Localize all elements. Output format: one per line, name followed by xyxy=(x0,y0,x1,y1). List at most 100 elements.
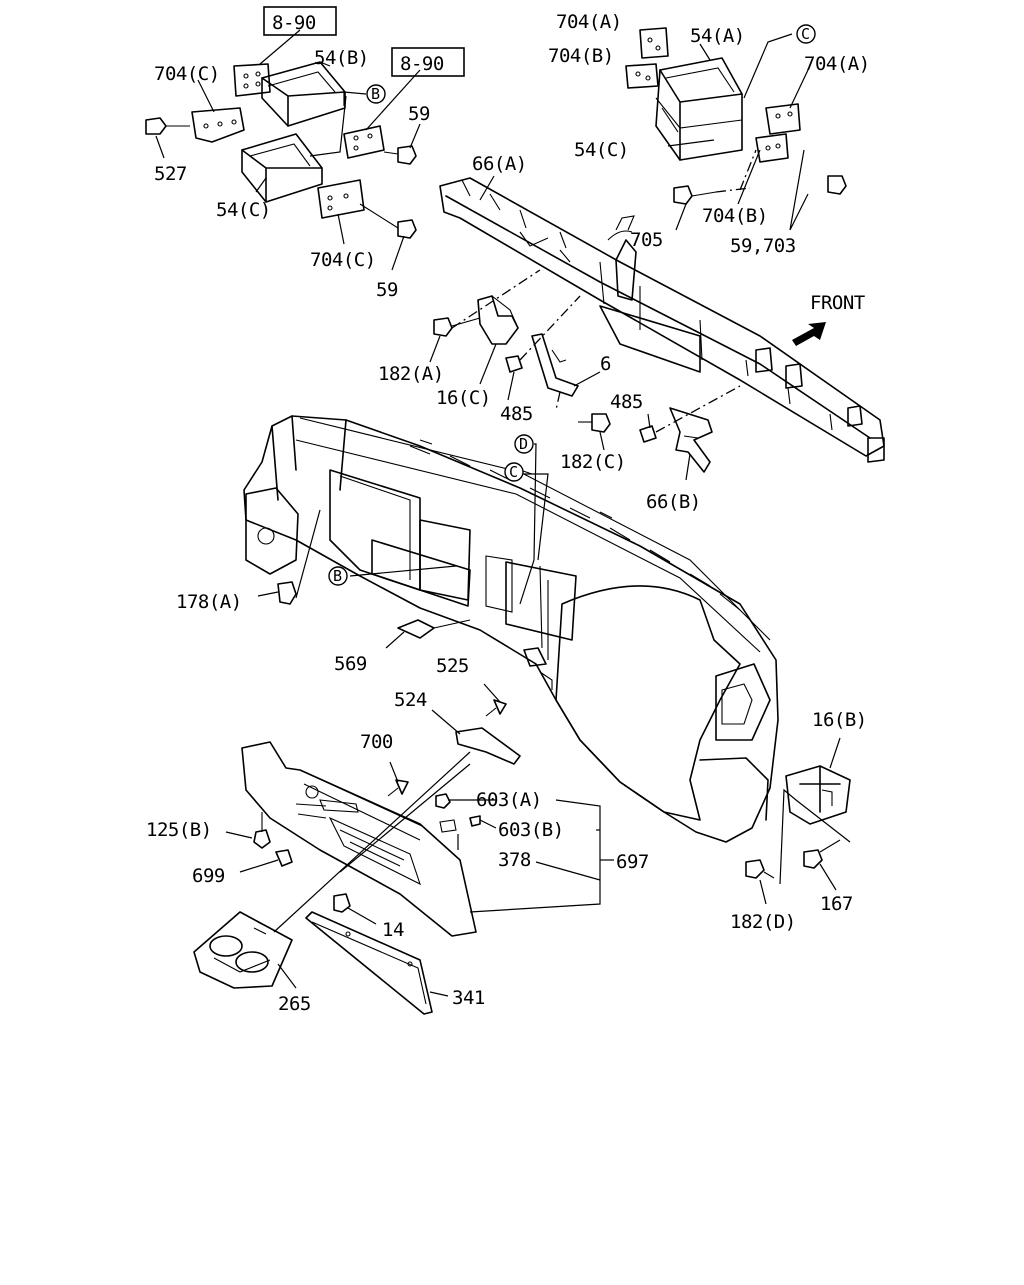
callout-54c-left: 54(C) xyxy=(216,199,271,221)
circle-marker-b-top: B xyxy=(366,84,386,104)
svg-text:D: D xyxy=(519,435,528,453)
part-lower-instrument-panel xyxy=(241,741,477,937)
callout-603b: 603(B) xyxy=(498,819,564,841)
callout-14: 14 xyxy=(382,919,404,941)
callout-125b: 125(B) xyxy=(146,819,212,841)
part-6-bracket xyxy=(531,333,579,397)
part-704a-bracket-right xyxy=(765,103,801,135)
callout-704a-right: 704(A) xyxy=(804,53,870,75)
callout-265: 265 xyxy=(278,993,311,1015)
callout-569: 569 xyxy=(334,653,367,675)
callout-704c-bottom: 704(C) xyxy=(310,249,376,271)
svg-text:C: C xyxy=(801,25,810,43)
callout-6: 6 xyxy=(600,353,611,375)
part-14-screw xyxy=(333,893,351,913)
part-699-nut xyxy=(275,849,293,867)
callout-59-top: 59 xyxy=(408,103,430,125)
part-125b-fastener xyxy=(253,812,271,849)
ref-box-8-90-top: 8-90 xyxy=(263,6,337,36)
front-label: FRONT xyxy=(810,292,865,314)
part-dashboard-panel xyxy=(243,415,779,843)
callout-16c: 16(C) xyxy=(436,387,491,409)
callout-66b: 66(B) xyxy=(646,491,701,513)
part-167-screw xyxy=(803,839,841,869)
front-arrow-icon xyxy=(792,322,826,346)
alignment-lines xyxy=(451,149,757,433)
part-527-screw xyxy=(145,117,190,135)
part-485-clip-right xyxy=(639,425,657,443)
front-direction-indicator: FRONT xyxy=(792,292,865,346)
part-66b-bracket xyxy=(669,407,713,473)
part-704b-bracket-right xyxy=(755,133,789,163)
part-603b-clip xyxy=(469,815,481,827)
callout-54b: 54(B) xyxy=(314,47,369,69)
svg-text:B: B xyxy=(371,85,380,103)
callout-182d: 182(D) xyxy=(730,911,796,933)
callout-527: 527 xyxy=(154,163,187,185)
leader-lines xyxy=(155,29,851,997)
part-569-clip xyxy=(397,619,471,639)
part-704c-bracket-top xyxy=(233,63,271,97)
svg-text:B: B xyxy=(333,567,342,585)
callout-700: 700 xyxy=(360,731,393,753)
part-265-cup-holder xyxy=(193,911,293,989)
callout-178a: 178(A) xyxy=(176,591,242,613)
circle-marker-c-top: C xyxy=(796,24,816,44)
circle-marker-b-mid: B xyxy=(328,566,348,586)
callout-59-bottom: 59 xyxy=(376,279,398,301)
part-59-screw-top xyxy=(383,145,417,165)
callout-54a: 54(A) xyxy=(690,25,745,47)
part-341-glove-box-lid xyxy=(305,911,433,1015)
part-704b-bracket-top xyxy=(625,63,659,89)
part-525-screw xyxy=(485,699,507,717)
callout-704a-top: 704(A) xyxy=(556,11,622,33)
part-54a-double-pocket xyxy=(655,57,743,161)
callout-697: 697 xyxy=(616,851,649,873)
callout-603a: 603(A) xyxy=(476,789,542,811)
part-524-bracket xyxy=(455,727,521,765)
callout-16b: 16(B) xyxy=(812,709,867,731)
callout-485-right: 485 xyxy=(610,391,643,413)
svg-text:C: C xyxy=(509,463,518,481)
callout-54c-right: 54(C) xyxy=(574,139,629,161)
part-16c-bracket xyxy=(477,295,519,345)
ref-box-label: 8-90 xyxy=(272,12,316,34)
callout-704b-top: 704(B) xyxy=(548,45,614,67)
part-485-clip-left xyxy=(505,355,523,373)
part-59-703-screw xyxy=(827,175,847,195)
part-59-screw-bottom xyxy=(359,203,417,239)
callout-labels: 704(C) 54(B) 527 54(C) 59 704(C) 59 704(… xyxy=(146,11,870,1015)
callout-167: 167 xyxy=(820,893,853,915)
callout-182c: 182(C) xyxy=(560,451,626,473)
part-704c-bracket-right xyxy=(343,125,385,159)
circle-marker-c-mid: C xyxy=(504,462,524,482)
circle-marker-d-mid: D xyxy=(514,434,534,454)
callout-699: 699 xyxy=(192,865,225,887)
part-54c-pocket-left xyxy=(241,133,323,203)
part-182a-screw xyxy=(433,317,481,337)
part-705-screw xyxy=(673,185,717,205)
part-704c-bracket-left xyxy=(191,107,245,143)
part-178a-nut xyxy=(277,581,297,605)
ref-box-8-90-middle: 8-90 xyxy=(391,47,465,77)
callout-341: 341 xyxy=(452,987,485,1009)
callout-485-left: 485 xyxy=(500,403,533,425)
callout-704c-top: 704(C) xyxy=(154,63,220,85)
ref-box-label: 8-90 xyxy=(400,53,444,75)
part-378-pad xyxy=(439,819,457,833)
callout-182a: 182(A) xyxy=(378,363,444,385)
part-704a-bracket-top xyxy=(639,27,669,59)
part-182c-screw xyxy=(578,413,611,433)
callout-705: 705 xyxy=(630,229,663,251)
callout-66a: 66(A) xyxy=(472,153,527,175)
part-54b-pocket xyxy=(261,61,346,127)
part-603a-screw xyxy=(435,793,451,809)
part-16b-bracket xyxy=(785,765,851,825)
callout-704b-right: 704(B) xyxy=(702,205,768,227)
callout-59-703: 59,703 xyxy=(730,235,796,257)
callout-524: 524 xyxy=(394,689,427,711)
part-66a-cross-member xyxy=(439,177,885,463)
part-704c-bracket-lower xyxy=(317,179,365,219)
